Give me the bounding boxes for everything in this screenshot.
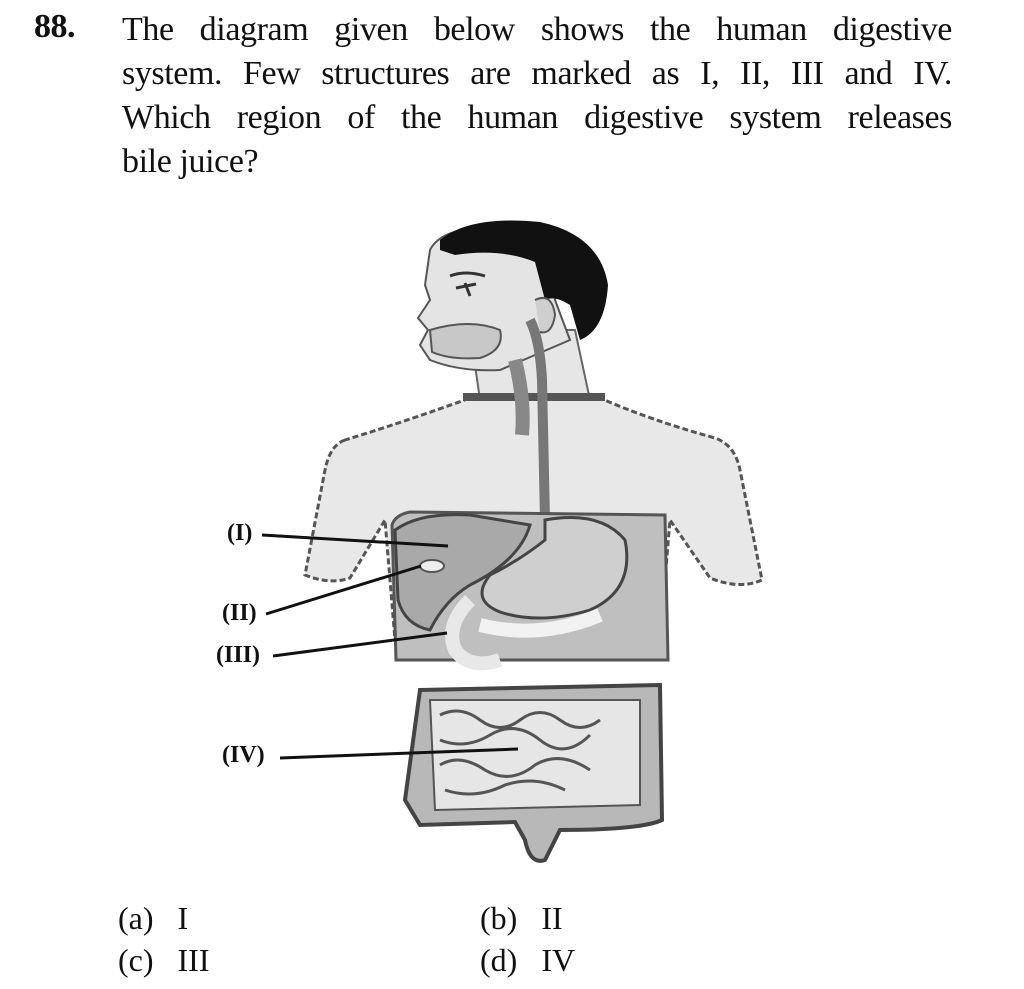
question-line-4: bile juice?: [122, 143, 259, 180]
option-d-value: IV: [541, 942, 576, 978]
label-i: (I): [227, 520, 253, 546]
pointer-line-iii: [272, 631, 448, 658]
option-d-key: (d): [480, 942, 518, 978]
hair: [440, 220, 608, 340]
trachea: [508, 358, 530, 436]
pancreas: [478, 608, 603, 638]
question-line-3: Which region of the human digestive syst…: [122, 99, 952, 136]
option-b[interactable]: (b) II: [480, 900, 601, 937]
option-a-value: I: [177, 900, 189, 936]
collar-line: [463, 393, 605, 401]
pointer-line-i: [261, 533, 449, 548]
digestive-system-diagram: (I) (II) (III) (IV): [0, 200, 1024, 880]
digestive-system-illustration: [261, 220, 764, 863]
esophagus: [525, 317, 550, 521]
option-c-value: III: [177, 942, 210, 978]
option-b-value: II: [541, 900, 563, 936]
ear: [534, 296, 557, 334]
question-line-1: The diagram given below shows the human …: [122, 11, 952, 48]
question-text: The diagram given below shows the human …: [122, 8, 952, 184]
option-b-key: (b): [480, 900, 518, 936]
eye: [455, 282, 477, 297]
brow: [449, 271, 486, 278]
small-intestine-coils: [439, 709, 601, 796]
option-d[interactable]: (d) IV: [480, 942, 601, 979]
option-c-key: (c): [118, 942, 154, 978]
label-iv: (IV): [222, 742, 265, 768]
duodenum: [445, 595, 503, 671]
label-iii: (III): [216, 642, 261, 668]
question-line-2: system. Few structures are marked as I, …: [122, 55, 952, 92]
stomach: [480, 516, 629, 620]
question-number: 88.: [34, 8, 76, 45]
label-ii: (II): [222, 600, 257, 626]
pointer-line-ii: [265, 564, 422, 616]
gall-bladder: [419, 559, 445, 573]
pointer-line-iv: [279, 747, 519, 760]
option-a[interactable]: (a) I: [118, 900, 238, 937]
mouth-cavity: [428, 323, 502, 360]
option-c[interactable]: (c) III: [118, 942, 238, 979]
option-a-key: (a): [118, 900, 154, 936]
